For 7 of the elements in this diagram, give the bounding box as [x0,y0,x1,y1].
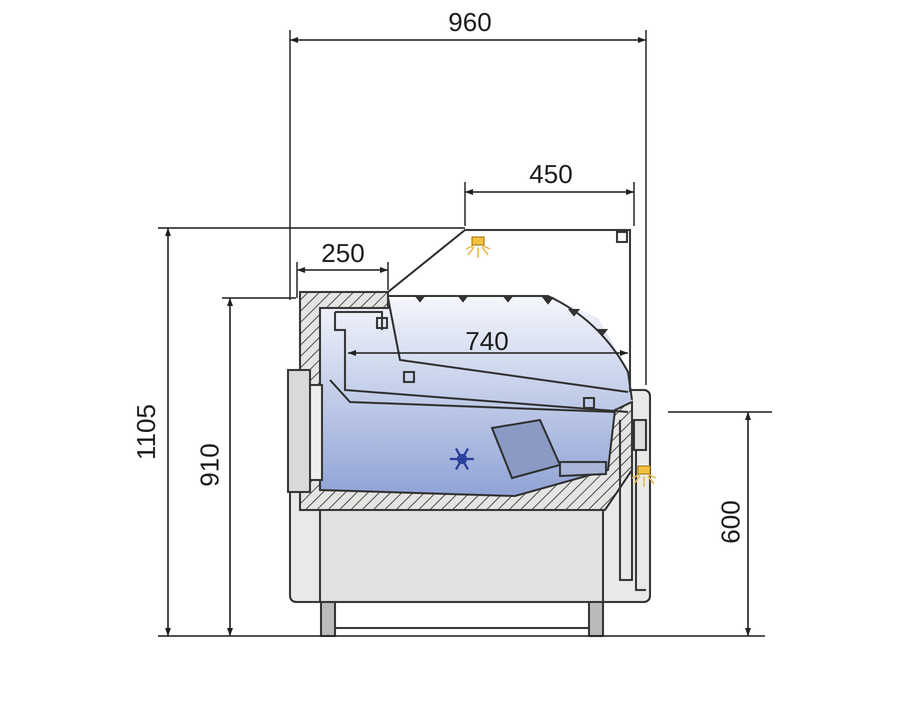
dimension-label: 600 [718,500,744,544]
dimension-label: 1105 [133,404,159,460]
dimension-label: 740 [465,328,509,354]
dimension-label: 450 [529,161,573,187]
dimension-label: 910 [197,443,223,487]
dimension-label: 960 [448,9,492,35]
dimension-label: 250 [321,240,365,266]
